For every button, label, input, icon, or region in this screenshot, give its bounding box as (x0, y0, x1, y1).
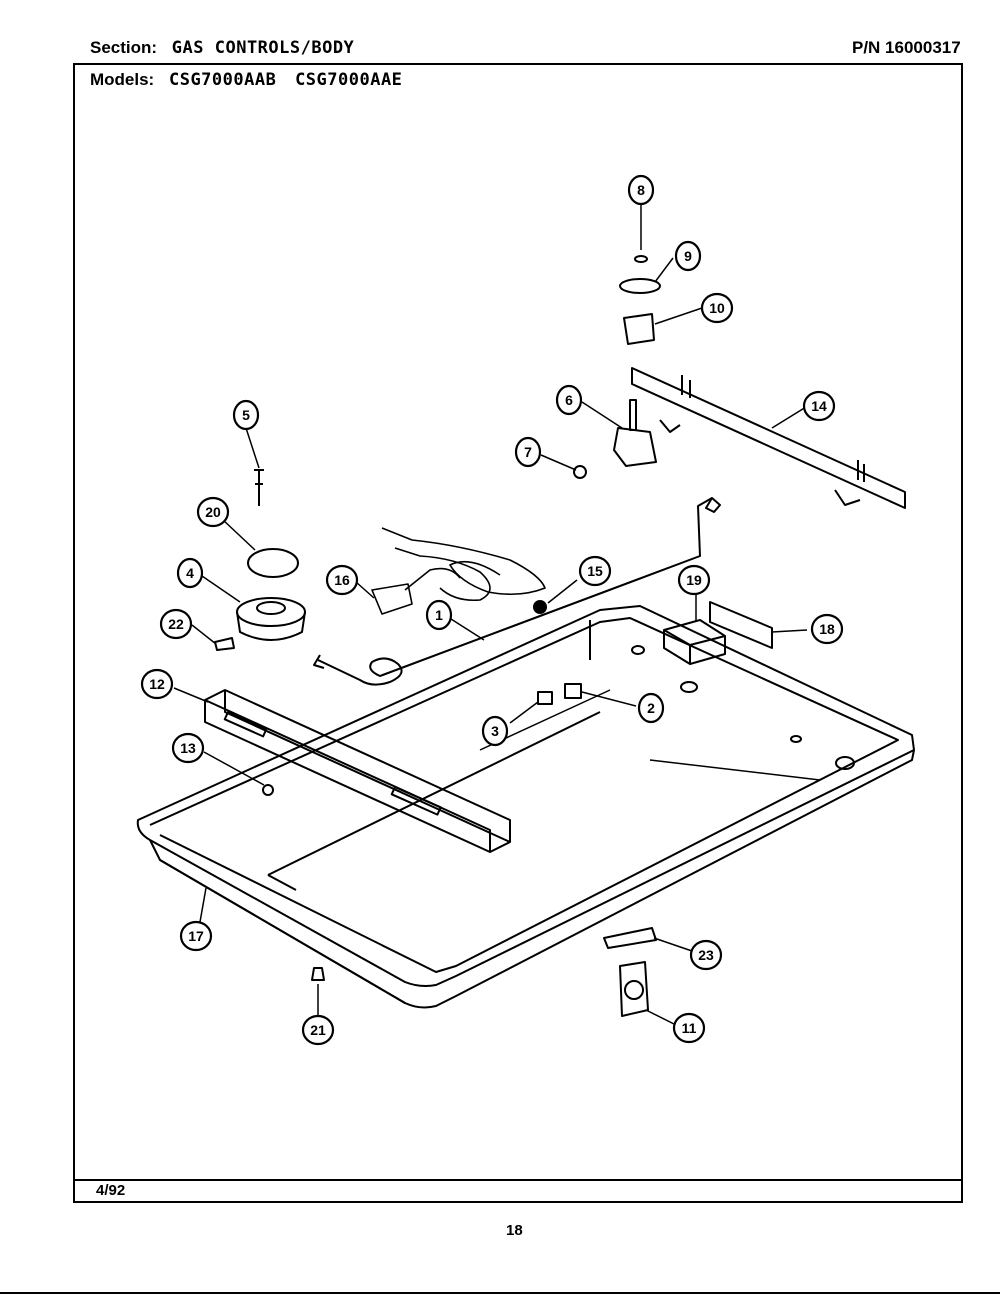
callout-circle (481, 715, 509, 747)
callout-circle (176, 557, 204, 589)
callout-12: 12 (140, 668, 174, 700)
callout-20: 20 (196, 496, 230, 528)
callout-8: 8 (627, 174, 655, 206)
callout-number: 22 (168, 616, 184, 632)
burner-parts (214, 469, 306, 651)
callout-circle (689, 939, 723, 971)
footer-divider (73, 1179, 963, 1181)
wire-harness (371, 527, 546, 615)
section-title: GAS CONTROLS/BODY (171, 38, 355, 58)
gas-tube (313, 497, 721, 686)
callout-3: 3 (481, 715, 509, 747)
callout-circle (159, 608, 193, 640)
small-parts (262, 600, 657, 1017)
callout-number: 13 (180, 740, 196, 756)
callout-21: 21 (301, 1014, 335, 1046)
callout-number: 4 (186, 565, 194, 581)
models-label: Models: (90, 70, 155, 89)
models-heading: Models: CSG7000AAB CSG7000AAE (90, 70, 402, 90)
callout-number: 2 (647, 700, 655, 716)
callout-19: 19 (677, 564, 711, 596)
page-number: 18 (506, 1222, 523, 1239)
callout-number: 23 (698, 947, 714, 963)
callout-number: 21 (310, 1022, 326, 1038)
callout-number: 14 (811, 398, 827, 414)
callout-22: 22 (159, 608, 193, 640)
callout-number: 7 (524, 444, 532, 460)
callout-circle (325, 564, 359, 596)
callout-circle (514, 436, 542, 468)
callout-number: 6 (565, 392, 573, 408)
callout-circle (674, 240, 702, 272)
callout-number: 5 (242, 407, 250, 423)
callout-23: 23 (689, 939, 723, 971)
callout-number: 20 (205, 504, 221, 520)
callout-circle (555, 384, 583, 416)
callout-circle (232, 399, 260, 431)
page-bottom-rule (0, 1292, 1000, 1294)
callout-circle (171, 732, 205, 764)
leader-lines (173, 203, 808, 1026)
valve-manifold (573, 367, 906, 509)
diagram-frame (73, 63, 963, 1203)
callout-10: 10 (700, 292, 734, 324)
callout-circle (700, 292, 734, 324)
callout-number: 15 (587, 563, 603, 579)
model-code: CSG7000AAB (168, 70, 277, 90)
model-code: CSG7000AAE (295, 70, 403, 90)
callout-18: 18 (810, 613, 844, 645)
body-tray (136, 605, 915, 1009)
ignition-module (663, 601, 773, 665)
callout-circle (578, 555, 612, 587)
callout-circle (677, 564, 711, 596)
callout-number: 10 (709, 300, 725, 316)
front-bracket (204, 689, 511, 853)
callout-circle (672, 1012, 706, 1044)
callout-circle (802, 390, 836, 422)
callout-number: 17 (188, 928, 204, 944)
callout-circle (627, 174, 655, 206)
callout-circle (810, 613, 844, 645)
knob-parts (619, 255, 661, 345)
callout-7: 7 (514, 436, 542, 468)
callout-circle (637, 692, 665, 724)
callout-6: 6 (555, 384, 583, 416)
callout-number: 11 (682, 1020, 697, 1036)
callout-16: 16 (325, 564, 359, 596)
callout-number: 19 (686, 572, 702, 588)
callout-14: 14 (802, 390, 836, 422)
section-label: Section: (90, 38, 158, 57)
callout-number: 1 (435, 607, 443, 623)
callout-circle (196, 496, 230, 528)
section-heading: Section: GAS CONTROLS/BODY (90, 38, 354, 58)
callout-circle (140, 668, 174, 700)
callout-circle (179, 920, 213, 952)
callout-5: 5 (232, 399, 260, 431)
callout-number: 18 (819, 621, 835, 637)
callout-number: 3 (491, 723, 499, 739)
callout-number: 9 (684, 248, 692, 264)
revision-date: 4/92 (96, 1182, 126, 1199)
part-number: P/N 16000317 (852, 38, 961, 57)
callout-4: 4 (176, 557, 204, 589)
callout-number: 12 (149, 676, 165, 692)
callout-circle (301, 1014, 335, 1046)
callout-9: 9 (674, 240, 702, 272)
callout-number: 16 (334, 572, 350, 588)
callout-17: 17 (179, 920, 213, 952)
callout-15: 15 (578, 555, 612, 587)
callout-13: 13 (171, 732, 205, 764)
callout-1: 1 (425, 599, 453, 631)
callout-11: 11 (672, 1012, 706, 1044)
callout-circle (425, 599, 453, 631)
callout-number: 8 (637, 182, 645, 198)
callout-2: 2 (637, 692, 665, 724)
